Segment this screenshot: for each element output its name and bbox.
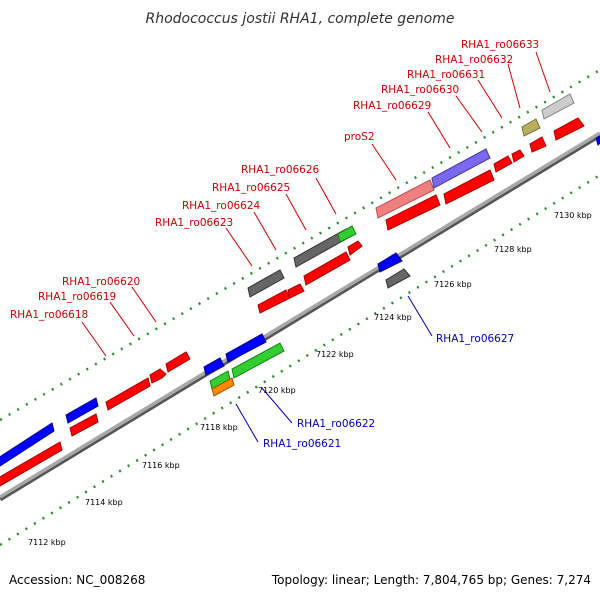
tick-7122: 7122 kbp [316,350,354,359]
tick-7130: 7130 kbp [554,211,592,220]
gene-ro06621-orange-block[interactable] [211,377,235,397]
tick-7126: 7126 kbp [434,280,472,289]
gene-ro06621-block[interactable] [203,357,225,376]
label-ro06618[interactable]: RHA1_ro06618 [10,309,88,321]
tick-7118: 7118 kbp [200,423,238,432]
gene-ro06629-block-red[interactable] [443,169,495,205]
label-ro06631[interactable]: RHA1_ro06631 [407,69,485,81]
label-ro06626[interactable]: RHA1_ro06626 [241,164,320,176]
gene-ro06618-block[interactable] [0,441,63,487]
dotted-track-lower [0,173,600,547]
gene-ro06626-block-red[interactable] [347,240,363,256]
gene-ro06627-block-b[interactable] [385,268,411,289]
label-proS2[interactable]: proS2 [344,131,375,143]
gene-labels: RHA1_ro06618 RHA1_ro06619 RHA1_ro06620 R… [10,39,539,450]
label-ro06625[interactable]: RHA1_ro06625 [212,182,290,194]
gene-ro06629-block[interactable] [431,148,491,189]
gene-ro06621-block-b[interactable] [225,333,267,363]
genome-summary-text: Topology: linear; Length: 7,804,765 bp; … [271,573,591,587]
gene-ro06630-block[interactable] [493,155,513,173]
gene-ro06632-block-olive[interactable] [521,118,541,137]
gene-proS2-block-red[interactable] [385,194,441,231]
gene-ro06620b-block[interactable] [149,368,167,384]
tick-7116: 7116 kbp [142,461,180,470]
gene-ro06618b-block[interactable] [0,422,55,467]
backbone [0,131,600,499]
label-ro06622[interactable]: RHA1_ro06622 [297,418,375,430]
tick-7120: 7120 kbp [258,386,296,395]
label-ro06632[interactable]: RHA1_ro06632 [435,54,513,66]
gene-ro06620c-block[interactable] [165,351,191,373]
label-ro06630[interactable]: RHA1_ro06630 [381,84,459,96]
label-ro06620[interactable]: RHA1_ro06620 [62,276,140,288]
gene-ro06619-block-red[interactable] [69,413,99,437]
label-ro06624[interactable]: RHA1_ro06624 [182,200,261,212]
gene-ro06627-block[interactable] [377,252,403,273]
gene-ro06633-block-red[interactable] [553,117,585,141]
tick-7124: 7124 kbp [374,313,412,322]
label-ro06633[interactable]: RHA1_ro06633 [461,39,539,51]
map-title: Rhodococcus jostii RHA1, complete genome [145,11,454,27]
label-ro06621[interactable]: RHA1_ro06621 [263,438,341,450]
gene-proS2-block[interactable] [375,179,435,219]
gene-ro06623-block[interactable] [247,269,285,298]
gene-ro06631-block[interactable] [511,149,525,163]
label-ro06629[interactable]: RHA1_ro06629 [353,100,431,112]
tick-7112: 7112 kbp [28,538,66,547]
label-ro06623[interactable]: RHA1_ro06623 [155,217,233,229]
label-ro06619[interactable]: RHA1_ro06619 [38,291,116,303]
tick-7114: 7114 kbp [85,498,123,507]
accession-text: Accession: NC_008268 [9,573,146,587]
label-leaders [81,51,551,443]
tick-7128: 7128 kbp [494,245,532,254]
scale-ticks: 7112 kbp 7114 kbp 7116 kbp 7118 kbp 7120… [28,211,592,547]
gene-ro06622-block-b[interactable] [231,342,285,379]
label-ro06627[interactable]: RHA1_ro06627 [436,333,514,345]
gene-ro06624-block[interactable] [287,283,305,299]
gene-ro06632-block[interactable] [529,136,547,153]
gene-ro06633-block[interactable] [541,93,575,120]
feature-blocks [0,93,600,487]
gene-ro06625-block-red[interactable] [303,251,351,286]
gene-ro06619-block[interactable] [65,397,99,424]
gene-ro06620-block[interactable] [105,377,151,411]
gene-ro06623-block-red[interactable] [257,289,291,314]
gene-ro06626-block[interactable] [337,225,357,243]
gene-edge-block[interactable] [595,135,600,146]
